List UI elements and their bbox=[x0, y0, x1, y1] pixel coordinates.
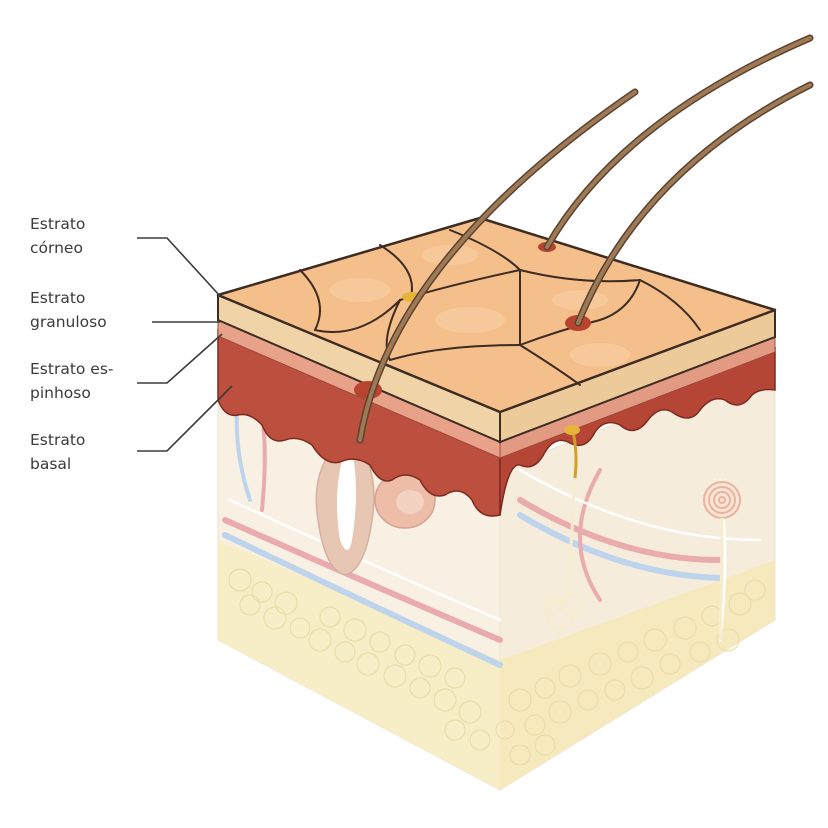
leader-basal bbox=[137, 385, 233, 452]
hairs bbox=[356, 34, 814, 444]
artery bbox=[222, 517, 503, 643]
leader-corneo bbox=[137, 237, 221, 297]
pacinian-corpuscle bbox=[703, 481, 741, 641]
fat-layer-left bbox=[218, 540, 500, 790]
hair-follicle bbox=[315, 439, 375, 576]
label-line: córneo bbox=[30, 239, 83, 257]
stratum-spinosum-right bbox=[499, 346, 776, 516]
label-line: Estrato bbox=[30, 431, 86, 449]
label-estrato-granuloso: Estrato granuloso bbox=[30, 286, 107, 334]
label-estrato-corneo: Estrato córneo bbox=[30, 212, 85, 260]
hair-2 bbox=[543, 34, 814, 251]
sebaceous-gland bbox=[374, 471, 436, 529]
label-line: pinhoso bbox=[30, 384, 91, 402]
sweat-pore bbox=[564, 425, 580, 435]
label-estrato-basal: Estrato basal bbox=[30, 428, 85, 476]
fat-layer-right bbox=[500, 560, 775, 790]
artery-branch bbox=[578, 468, 602, 602]
label-estrato-espinhoso: Estrato es- pinhoso bbox=[30, 357, 114, 405]
stratum-spinosum-left bbox=[217, 328, 501, 517]
artery-right bbox=[517, 497, 723, 563]
leader-espinhoso bbox=[137, 333, 223, 384]
vein-right bbox=[517, 512, 723, 581]
blood-vessels bbox=[222, 378, 723, 668]
label-line: granuloso bbox=[30, 313, 107, 331]
label-line: Estrato bbox=[30, 289, 86, 307]
label-line: Estrato bbox=[30, 215, 86, 233]
fat-cells bbox=[228, 568, 766, 766]
label-line: basal bbox=[30, 455, 72, 473]
vein bbox=[222, 532, 503, 668]
label-line: Estrato es- bbox=[30, 360, 114, 378]
leader-lines bbox=[137, 237, 233, 452]
